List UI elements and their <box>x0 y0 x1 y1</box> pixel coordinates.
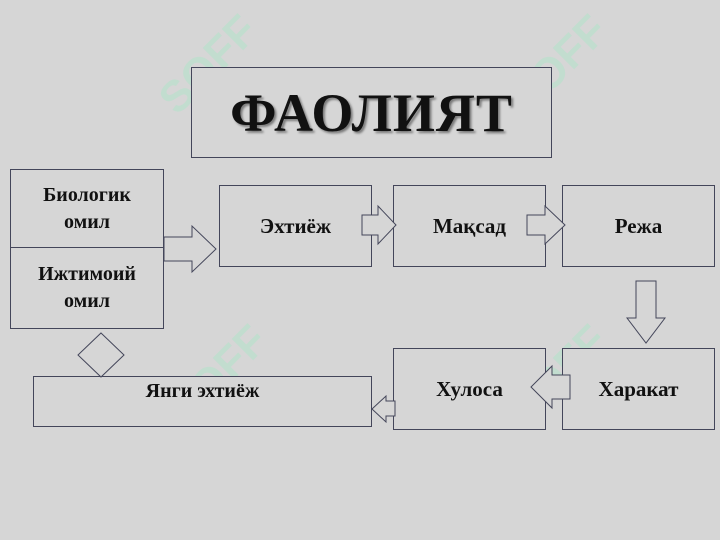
social-factor: Ижтимоий омил <box>11 247 163 328</box>
arrow-conclusion-to-new-need <box>371 394 396 424</box>
arrow-factors-to-need <box>163 224 217 274</box>
biological-factor-line1: Биологик <box>43 183 131 206</box>
diagram-title: ФАОЛИЯТ <box>191 67 552 158</box>
arrow-need-to-goal <box>361 204 397 246</box>
biological-factor: Биологик омил <box>11 170 163 248</box>
arrow-goal-to-plan <box>526 204 566 246</box>
diamond-connector <box>77 332 125 378</box>
social-factor-line1: Ижтимоий <box>38 262 136 285</box>
step-conclusion: Хулоса <box>393 348 546 430</box>
step-new-need: Янги эхтиёж <box>33 376 372 427</box>
step-need: Эхтиёж <box>219 185 372 267</box>
biological-factor-line2: омил <box>64 210 110 233</box>
factors-box: Биологик омил Ижтимоий омил <box>10 169 164 329</box>
step-plan: Режа <box>562 185 715 267</box>
step-goal: Мақсад <box>393 185 546 267</box>
arrow-plan-to-action <box>625 280 667 344</box>
arrow-action-to-conclusion <box>530 364 571 410</box>
social-factor-line2: омил <box>64 289 110 312</box>
